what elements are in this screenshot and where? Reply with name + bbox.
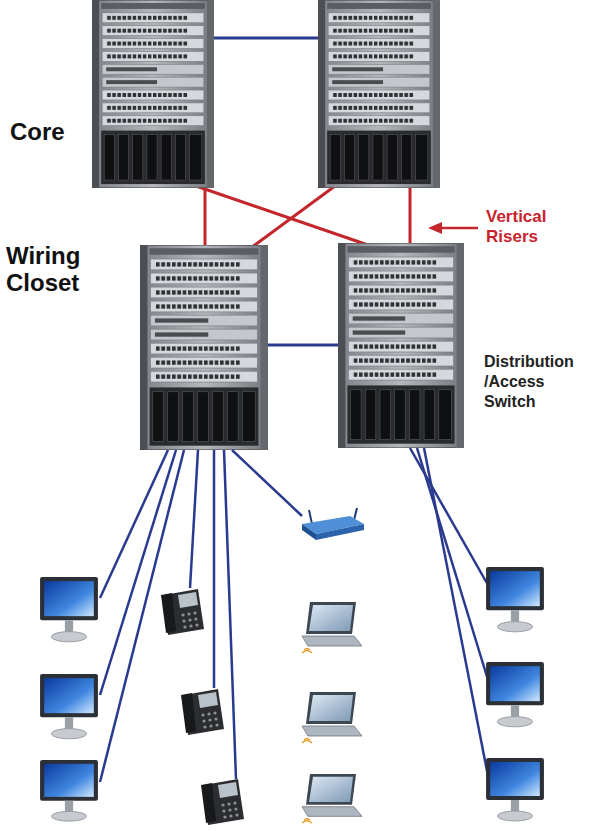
core-switch <box>92 0 214 188</box>
tier-subtitle: Distribution /Access Switch <box>484 352 600 412</box>
desktop-pc <box>486 662 544 727</box>
ip-phone <box>181 689 224 735</box>
text-slot: Core <box>10 118 130 146</box>
vertical-risers <box>196 186 410 247</box>
text-slot: Vertical Risers <box>486 207 578 247</box>
desktop-pc <box>486 758 544 821</box>
cable <box>213 450 216 688</box>
cable <box>190 450 198 588</box>
core-switch <box>318 0 440 188</box>
disc-surface <box>3 54 603 210</box>
core-links <box>214 38 318 39</box>
text-slot: Wiring Closet <box>6 242 116 296</box>
access-switch <box>140 245 268 450</box>
cable <box>224 450 236 779</box>
cable <box>410 448 488 585</box>
desktop-pc <box>40 760 98 821</box>
ip-phone <box>201 779 244 825</box>
text-slot: Distribution /Access Switch <box>484 352 600 412</box>
desktop-pc <box>40 674 98 739</box>
ip-phone <box>161 589 204 635</box>
disc-surface <box>3 292 603 452</box>
laptop <box>302 602 362 653</box>
access-cables <box>100 448 488 782</box>
riser-line <box>196 186 368 245</box>
riser-line <box>252 186 335 247</box>
laptop <box>302 774 362 823</box>
tier-title: Core <box>10 118 130 146</box>
core-interlink <box>214 37 318 40</box>
cable <box>424 448 488 776</box>
desktop-pc <box>40 577 98 642</box>
riser-line <box>204 186 207 247</box>
callout-label: Vertical Risers <box>486 207 578 247</box>
cable <box>417 448 488 680</box>
riser-callout-arrow <box>428 222 478 234</box>
tier-disc: Wiring ClosetDistribution /Access Switch <box>2 288 604 478</box>
riser-line <box>409 186 412 245</box>
tier-title: Wiring Closet <box>6 242 116 296</box>
laptop <box>302 692 362 743</box>
closet-interlink <box>268 344 338 347</box>
cable <box>100 450 168 598</box>
access-switch <box>338 243 464 448</box>
cable <box>232 450 302 516</box>
cable <box>100 450 176 695</box>
access-point <box>302 508 364 540</box>
desktop-pc <box>486 567 544 632</box>
